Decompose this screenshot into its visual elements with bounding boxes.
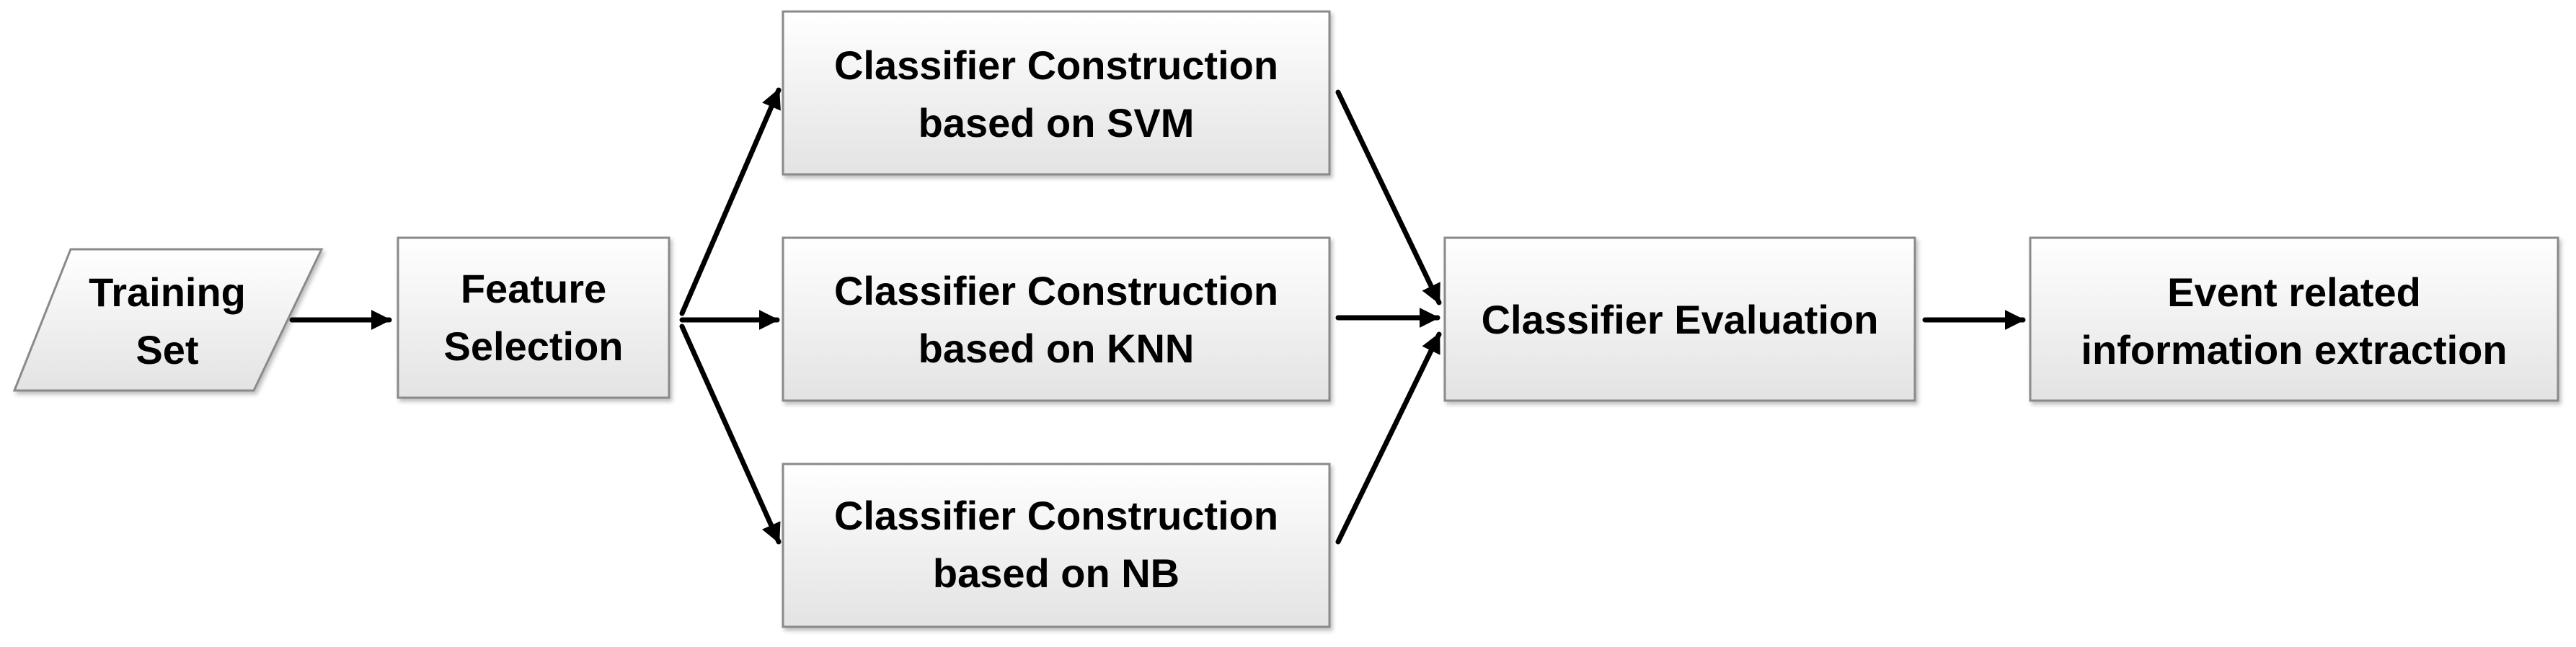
nb-classifier-label-line1: Classifier Construction <box>834 493 1278 538</box>
svm-classifier-node: Classifier Construction based on SVM <box>782 10 1331 176</box>
classifier-evaluation-box <box>1443 236 1916 402</box>
nb-classifier-box <box>782 463 1331 628</box>
feature-selection-box <box>397 236 670 399</box>
svm-classifier-box <box>782 10 1331 176</box>
training-set-node: Training Set <box>12 248 324 392</box>
feature-selection-label-line2: Selection <box>444 324 624 369</box>
knn-classifier-label-line1: Classifier Construction <box>834 268 1278 313</box>
classifier-evaluation-label: Classifier Evaluation <box>1482 297 1879 342</box>
training-set-shape <box>12 248 324 392</box>
nb-classifier-node: Classifier Construction based on NB <box>782 463 1331 628</box>
training-set-label-line2: Set <box>136 327 198 372</box>
information-extraction-label-line2: information extraction <box>2081 327 2507 372</box>
arrow-feature-to-svm <box>679 87 782 316</box>
svm-classifier-label-line1: Classifier Construction <box>834 43 1278 88</box>
information-extraction-node: Event related information extraction <box>2029 236 2559 402</box>
arrow-nb-to-evaluation <box>1335 331 1442 545</box>
knn-classifier-node: Classifier Construction based on KNN <box>782 236 1331 402</box>
training-set-label-line1: Training <box>89 269 246 315</box>
information-extraction-box <box>2029 236 2559 402</box>
arrow-svm-to-evaluation <box>1335 89 1442 305</box>
feature-selection-label-line1: Feature <box>461 266 606 311</box>
information-extraction-label-line1: Event related <box>2167 269 2421 315</box>
knn-classifier-label-line2: based on KNN <box>919 326 1195 371</box>
classifier-evaluation-node: Classifier Evaluation <box>1443 236 1916 402</box>
arrow-feature-to-nb <box>679 324 782 545</box>
feature-selection-node: Feature Selection <box>397 236 670 399</box>
knn-classifier-box <box>782 236 1331 402</box>
svm-classifier-label-line2: based on SVM <box>919 100 1195 146</box>
nb-classifier-label-line2: based on NB <box>933 550 1179 596</box>
